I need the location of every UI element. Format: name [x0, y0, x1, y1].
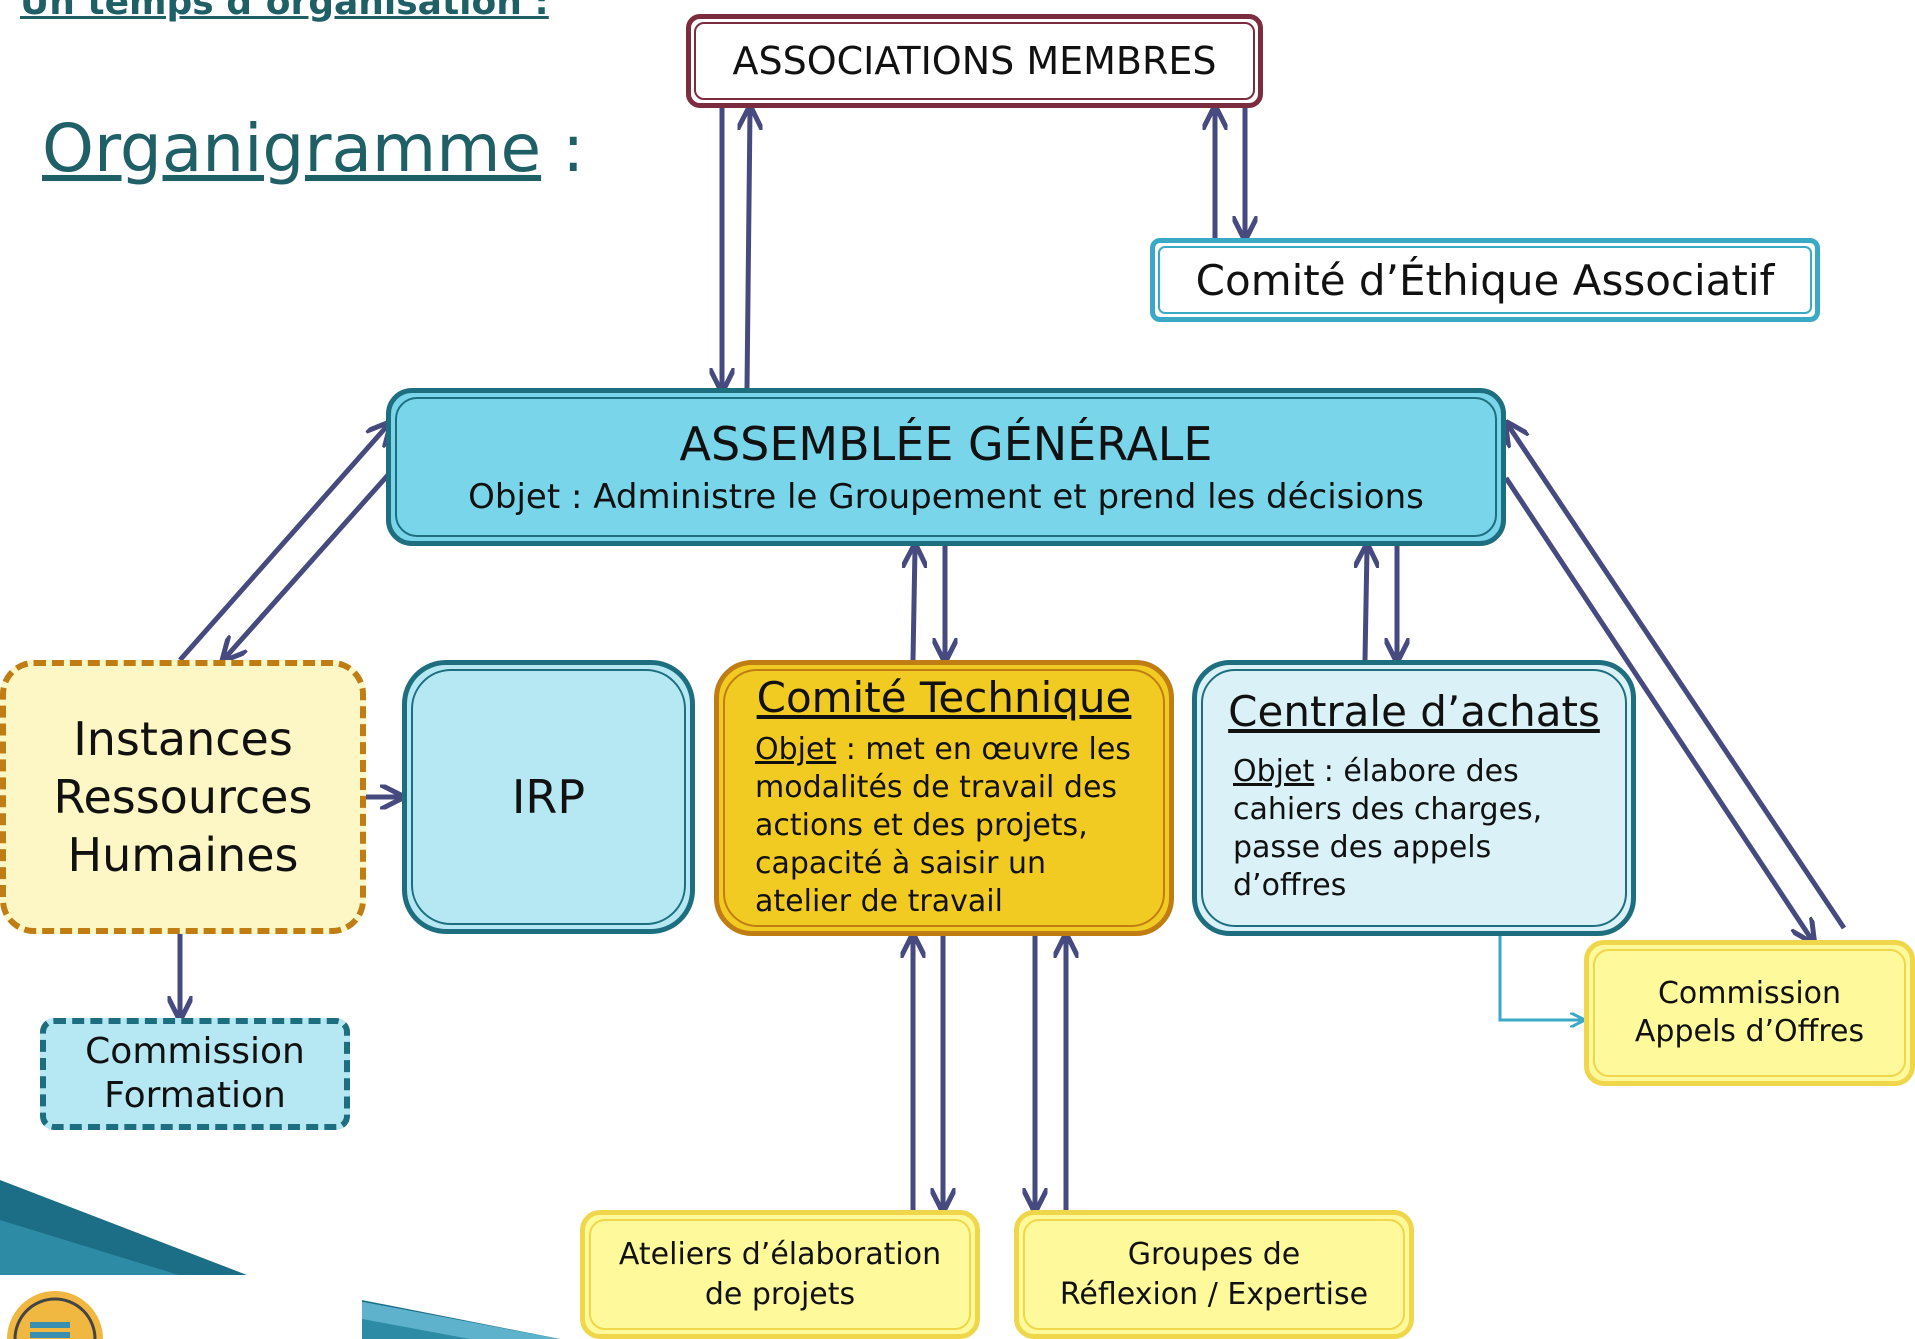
page-title-text: Organigramme: [42, 110, 542, 187]
node-label: ASSOCIATIONS MEMBRES: [732, 39, 1217, 83]
node-label-line: Ressources: [53, 770, 313, 824]
node-irp: IRP: [402, 660, 695, 934]
node-label: IRP: [511, 770, 586, 824]
node-title: Comité Technique: [756, 673, 1132, 722]
arrow-irh-to-ag: [178, 425, 388, 662]
arrow-ag-to-assoc: [747, 110, 750, 389]
node-associations-membres: ASSOCIATIONS MEMBRES: [686, 14, 1263, 108]
node-commission-appels-offres: Commission Appels d’Offres: [1584, 940, 1915, 1086]
node-commission-formation: Commission Formation: [40, 1018, 350, 1130]
node-label-line: Humaines: [67, 828, 299, 882]
node-object: Objet : Administre le Groupement et pren…: [468, 477, 1424, 517]
node-label: Comité d’Éthique Associatif: [1195, 255, 1775, 305]
node-object: Objet : met en œuvre les modalités de tr…: [755, 731, 1151, 921]
node-label-line: Instances: [73, 712, 293, 766]
object-text: : élabore des cahiers des charges, passe…: [1233, 754, 1543, 903]
node-ateliers: Ateliers d’élaboration de projets: [580, 1210, 980, 1339]
object-text: : met en œuvre les modalités de travail …: [755, 732, 1131, 919]
arrow-ag-to-irh: [225, 473, 390, 658]
node-centrale-achats: Centrale d’achats Objet : élabore des ca…: [1192, 660, 1636, 936]
arrow-ca-to-ao: [1498, 936, 1582, 1020]
node-groupes-reflexion: Groupes de Réflexion / Expertise: [1014, 1210, 1414, 1339]
node-label-line: Commission: [85, 1031, 305, 1072]
node-label-line: de projets: [704, 1276, 856, 1312]
node-label-line: Appels d’Offres: [1634, 1014, 1865, 1049]
page-title: Organigramme :: [42, 110, 584, 187]
arrow-ca-to-ag: [1365, 548, 1367, 661]
node-label-line: Formation: [104, 1075, 286, 1116]
object-label: Objet: [755, 732, 837, 767]
node-object: Objet : élabore des cahiers des charges,…: [1233, 753, 1613, 905]
node-title: ASSEMBLÉE GÉNÉRALE: [679, 417, 1213, 471]
section-title: Un temps d’organisation :: [20, 0, 549, 23]
node-title: Centrale d’achats: [1228, 687, 1600, 736]
node-label-line: Ateliers d’élaboration: [618, 1236, 942, 1272]
arrow-ao-to-ag: [1508, 425, 1847, 930]
node-label-line: Groupes de: [1127, 1236, 1301, 1272]
node-instances-rh: Instances Ressources Humaines: [0, 660, 366, 934]
object-label: Objet: [1233, 754, 1315, 789]
node-label-line: Réflexion / Expertise: [1059, 1276, 1369, 1312]
arrow-ct-to-ag: [913, 548, 915, 661]
node-assemblee-generale: ASSEMBLÉE GÉNÉRALE Objet : Administre le…: [386, 388, 1506, 546]
page-title-colon: :: [541, 110, 585, 187]
logo-icon: [7, 1291, 103, 1339]
node-label-line: Commission: [1657, 976, 1842, 1011]
arrow-ag-to-ao: [1503, 476, 1812, 940]
node-comite-technique: Comité Technique Objet : met en œuvre le…: [714, 660, 1174, 936]
node-comite-ethique: Comité d’Éthique Associatif: [1150, 238, 1820, 322]
